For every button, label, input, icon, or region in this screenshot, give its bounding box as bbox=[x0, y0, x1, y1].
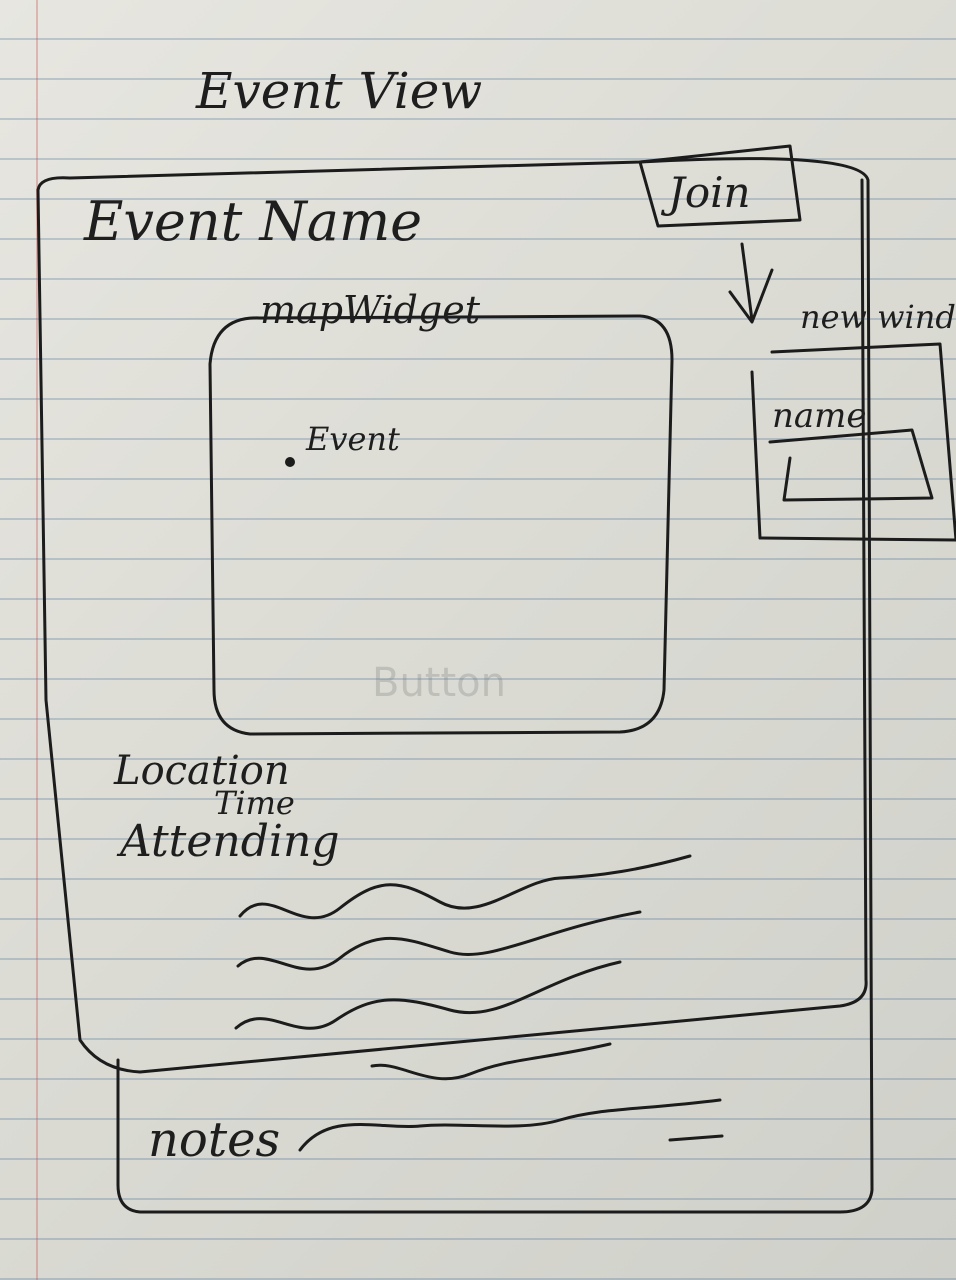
attending-label: Attending bbox=[120, 816, 340, 867]
join-button[interactable]: Join bbox=[668, 168, 751, 217]
inner-frame bbox=[36, 178, 868, 1074]
notes-line-2 bbox=[668, 1134, 724, 1142]
new-window-label: new window bbox=[800, 298, 956, 336]
outer-frame bbox=[36, 157, 874, 1214]
new-window-box bbox=[750, 342, 956, 542]
notes-label: notes bbox=[148, 1112, 281, 1168]
erased-button-text: Button bbox=[372, 660, 506, 706]
name-field bbox=[768, 428, 934, 502]
event-marker-dot bbox=[285, 457, 295, 467]
attending-line-3 bbox=[234, 960, 622, 1030]
attending-line-4 bbox=[370, 1042, 612, 1081]
page-title: Event View bbox=[196, 62, 483, 120]
attending-line-2 bbox=[236, 910, 642, 971]
attending-line-1 bbox=[238, 854, 692, 920]
location-label: Location bbox=[114, 748, 290, 794]
event-marker-label[interactable]: Event bbox=[306, 420, 400, 458]
join-button-box bbox=[638, 144, 802, 228]
event-name-heading: Event Name bbox=[84, 190, 423, 253]
time-label: Time bbox=[214, 784, 295, 822]
arrow-down bbox=[728, 242, 774, 324]
map-widget-box bbox=[208, 314, 674, 736]
margin-line bbox=[36, 0, 38, 1280]
name-field-label: name bbox=[772, 396, 867, 436]
map-widget-label: mapWidget bbox=[260, 288, 480, 332]
notes-line-1 bbox=[298, 1098, 722, 1152]
